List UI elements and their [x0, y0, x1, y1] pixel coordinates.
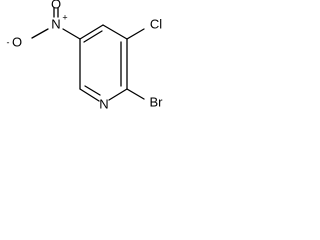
atom-bromine: Br [150, 94, 164, 109]
ring-bond-c3-c4 [102, 24, 128, 40]
atom-labels: O N + O - Cl Br N [7, 0, 164, 111]
ring-bond-n1-c2 [108, 88, 128, 101]
ring-bond-c4-c5-inner [83, 30, 103, 43]
bond-c5-nitro-n [62, 28, 81, 40]
chemical-structure-diagram: O N + O - Cl Br N [7, 0, 164, 111]
atom-nitro-o-left: O [12, 34, 22, 49]
bond-c3-cl [126, 28, 145, 40]
atom-nitro-n: N [51, 16, 60, 31]
bond-nitro-n-o-left [31, 28, 49, 39]
ring-bond-c4-c5 [79, 24, 104, 40]
substituent-bonds [31, 7, 145, 100]
charge-nitro-o-left: - [7, 37, 10, 47]
ring-bond-c6-n1-inner [84, 85, 101, 96]
ring-bond-c6-n1 [79, 88, 100, 102]
bond-c2-br [126, 88, 145, 100]
pyridine-ring [79, 24, 128, 102]
charge-nitro-n: + [62, 12, 67, 22]
atom-ring-nitrogen: N [99, 96, 108, 111]
atom-chlorine: Cl [150, 16, 162, 31]
atom-nitro-o-top: O [51, 0, 61, 11]
